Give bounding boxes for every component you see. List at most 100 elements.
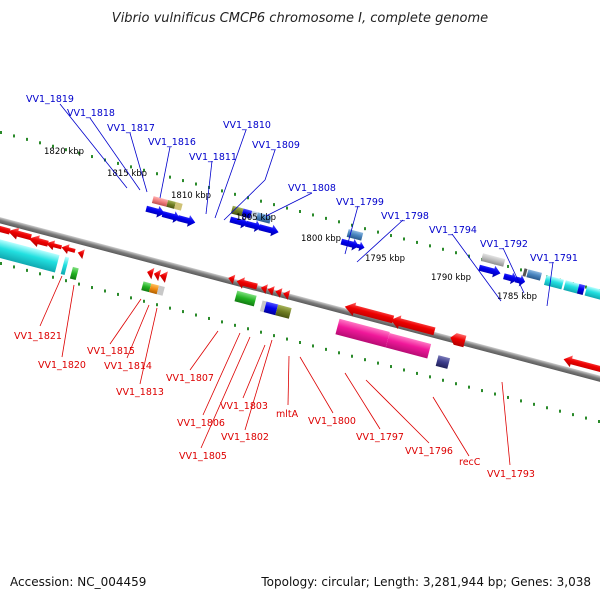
scale-dot xyxy=(195,182,197,186)
scale-dot xyxy=(52,275,54,279)
scale-dot xyxy=(455,382,457,386)
gene-label-VV1_1819: VV1_1819 xyxy=(26,94,74,105)
gene-label-VV1_1818: VV1_1818 xyxy=(67,108,115,119)
scale-label: 1800 kbp xyxy=(301,234,341,244)
scale-dot xyxy=(351,223,353,227)
gene-block xyxy=(526,269,542,281)
gene-arrow xyxy=(161,211,180,223)
scale-dot xyxy=(468,254,470,258)
gene-block xyxy=(543,275,564,290)
gene-label-VV1_1808: VV1_1808 xyxy=(288,183,336,194)
gene-block xyxy=(174,202,183,211)
scale-dot xyxy=(429,375,431,379)
scale-dot xyxy=(208,316,210,320)
scale-dot xyxy=(273,334,275,338)
scale-dot xyxy=(247,196,249,200)
scale-label: 1795 kbp xyxy=(365,254,405,264)
gene-block xyxy=(60,256,70,276)
gene-block xyxy=(435,355,451,369)
scale-dot xyxy=(390,234,392,238)
gene-arrow xyxy=(478,264,501,278)
gene-arrow xyxy=(244,220,262,232)
scale-dot xyxy=(520,268,522,272)
gene-block xyxy=(241,208,253,219)
scale-dot xyxy=(143,168,145,172)
scale-dot xyxy=(13,134,15,138)
scale-dot xyxy=(299,209,301,213)
scale-dot xyxy=(104,289,106,293)
forward-strand-features xyxy=(145,196,600,306)
gene-block xyxy=(576,283,586,296)
gene-label-VV1_1817: VV1_1817 xyxy=(107,123,155,134)
scale-label: 1785 kbp xyxy=(497,292,537,302)
gene-arrow xyxy=(7,227,32,241)
scale-dot xyxy=(286,337,288,341)
scale-dot xyxy=(494,392,496,396)
scale-dot xyxy=(507,395,509,399)
gene-arrow xyxy=(145,205,165,218)
gene-label-VV1_1796: VV1_1796 xyxy=(405,446,453,457)
gene-arrow xyxy=(236,277,258,290)
scale-dot xyxy=(507,264,509,268)
scale-dot xyxy=(91,286,93,290)
gene-arrow xyxy=(147,267,155,280)
gene-block xyxy=(56,255,66,275)
scale-dot xyxy=(312,344,314,348)
scale-label: 1810 kbp xyxy=(171,191,211,201)
gene-label-VV1_1794: VV1_1794 xyxy=(429,225,477,236)
gene-label-VV1_1810: VV1_1810 xyxy=(223,120,271,131)
gene-arrow xyxy=(275,288,283,298)
gene-arrow xyxy=(46,240,63,251)
scale-dot xyxy=(338,220,340,224)
scale-dot xyxy=(260,199,262,203)
scale-dot xyxy=(260,330,262,334)
chromosome-backbone xyxy=(0,204,600,395)
scale-dot xyxy=(364,227,366,231)
gene-arrow xyxy=(283,290,291,300)
scale-dot xyxy=(13,265,15,269)
gene-arrow xyxy=(77,249,85,260)
scale-dot xyxy=(533,402,535,406)
gene-block xyxy=(0,233,60,273)
gene-block xyxy=(250,210,258,221)
scale-dot xyxy=(299,340,301,344)
scale-dot xyxy=(52,144,54,148)
scale-dot xyxy=(117,292,119,296)
scale-dot xyxy=(39,141,41,145)
forward-gene-labels: VV1_1819 VV1_1818 VV1_1817 VV1_1816 VV1_… xyxy=(26,94,578,264)
gene-block xyxy=(148,283,160,295)
scale-label: 1820 kbp xyxy=(44,147,84,157)
reverse-strand-features xyxy=(0,222,600,375)
scale-dot xyxy=(143,299,145,303)
gene-label-VV1_1799: VV1_1799 xyxy=(336,197,384,208)
gene-arrow xyxy=(177,215,196,227)
gene-block xyxy=(156,285,165,296)
gene-label-VV1_1792: VV1_1792 xyxy=(480,239,528,250)
gene-arrow xyxy=(335,318,390,348)
gene-block xyxy=(69,266,79,281)
gene-arrow xyxy=(159,271,168,283)
gene-arrow xyxy=(0,222,11,235)
scale-dot xyxy=(325,216,327,220)
gene-label-mltA: mltA xyxy=(276,409,299,420)
scale-dot xyxy=(78,282,80,286)
scale-dot xyxy=(169,306,171,310)
gene-label-VV1_1820: VV1_1820 xyxy=(38,360,86,371)
scale-dot xyxy=(234,192,236,196)
gene-label-VV1_1816: VV1_1816 xyxy=(148,137,196,148)
scale-labels: 1820 kbp 1815 kbp 1810 kbp 1805 kbp 1800… xyxy=(44,147,537,302)
gene-label-VV1_1797: VV1_1797 xyxy=(356,432,404,443)
scale-dot xyxy=(273,203,275,207)
scale-dot xyxy=(221,189,223,193)
scale-dot xyxy=(468,385,470,389)
scale-dot xyxy=(65,279,67,283)
gene-block xyxy=(275,304,292,319)
genome-summary-label: Topology: circular; Length: 3,281,944 bp… xyxy=(260,575,591,589)
scale-label: 1790 kbp xyxy=(431,273,471,283)
scale-dot xyxy=(455,251,457,255)
scale-dot xyxy=(221,320,223,324)
gene-arrow xyxy=(385,332,432,359)
scale-dot xyxy=(442,247,444,251)
scale-label: 1815 kbp xyxy=(107,169,147,179)
scale-dot xyxy=(377,361,379,365)
